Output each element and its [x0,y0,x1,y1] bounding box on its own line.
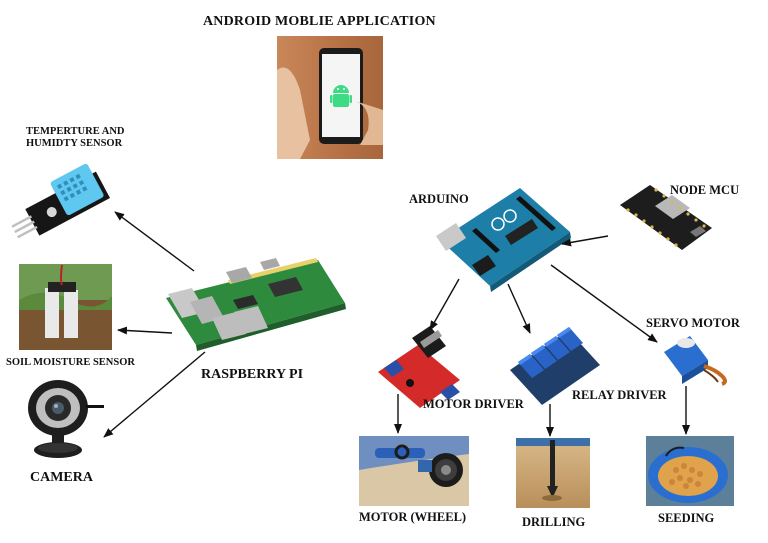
node-mcu-board-image [620,185,712,250]
temperature-humidity-sensor-image [11,163,111,239]
drilling-label: DRILLING [522,515,586,529]
motor-driver-image [378,326,460,408]
seeding-image [646,436,734,506]
arduino-board-image [436,188,571,292]
node-mcu-label: NODE MCU [670,183,740,197]
soil-sensor-label: SOIL MOISTURE SENSOR [6,357,135,368]
arrow-pi-to-temp-sensor [114,211,195,272]
servo-motor-image [664,336,727,386]
drilling-image [516,438,590,508]
diagram-title: ANDROID MOBLIE APPLICATION [203,14,436,29]
relay-driver-image [510,327,600,405]
temp-sensor-label-line1: TEMPERTURE AND [26,126,125,137]
android-phone-image [277,36,383,159]
motor-driver-label: MOTOR DRIVER [423,397,524,411]
raspberry-pi-image [166,258,346,351]
temp-sensor-label-line2: HUMIDTY SENSOR [26,138,123,150]
soil-moisture-sensor-image [19,264,112,350]
webcam-image [28,380,104,458]
arrow-pi-to-soil-sensor [117,326,173,335]
motor-wheel-image [359,436,469,506]
connection-arrows [103,211,690,438]
android-logo-icon [330,85,352,107]
arrow-arduino-to-servo [550,264,658,343]
camera-label: CAMERA [30,470,93,485]
raspberry-pi-label: RASPBERRY PI [201,367,304,382]
arrow-arduino-to-relay-driver [507,283,531,334]
arrow-nodemcu-to-arduino [561,235,609,247]
relay-driver-label: RELAY DRIVER [572,388,667,402]
arrow-pi-to-camera [103,351,206,438]
temp-sensor-label: TEMPERTURE AND HUMIDTY SENSOR [26,126,125,150]
servo-motor-label: SERVO MOTOR [646,316,740,330]
arrow-arduino-to-motor-driver [429,278,460,331]
arduino-label: ARDUINO [409,192,469,206]
motor-wheel-label: MOTOR (WHEEL) [359,510,467,524]
seeding-label: SEEDING [658,511,715,525]
